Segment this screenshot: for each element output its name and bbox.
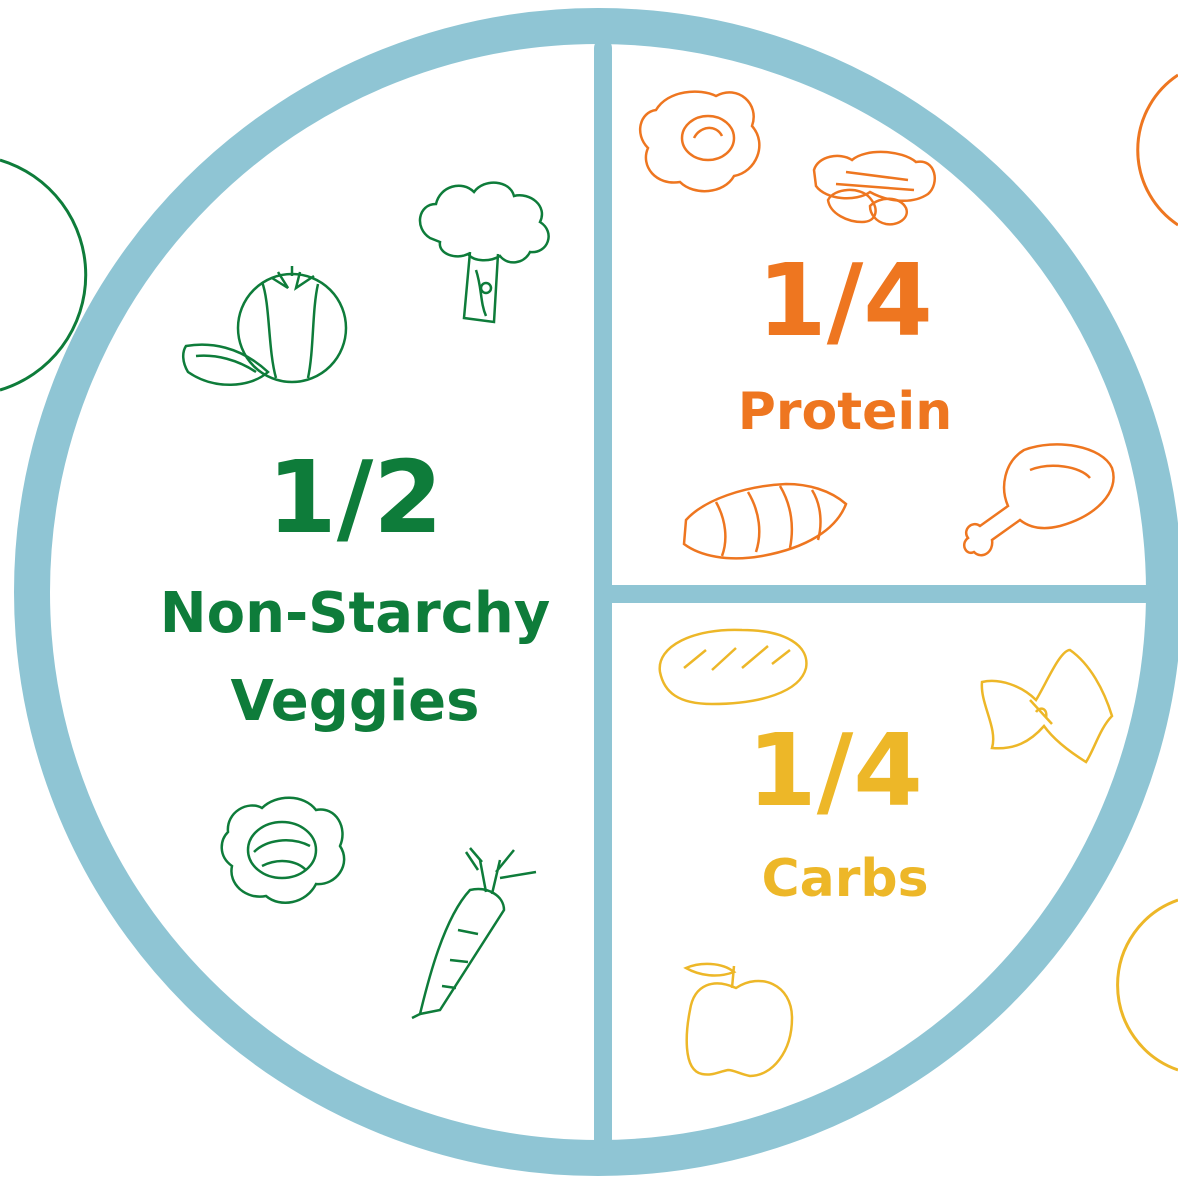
right-bottom-decorative-arc <box>1118 900 1178 1070</box>
protein-fraction: 1/4 <box>710 248 980 353</box>
protein-label: Protein <box>700 385 990 440</box>
veggies-label-line2: Veggies <box>110 673 600 732</box>
veggies-fraction: 1/2 <box>205 445 505 550</box>
carbs-label: Carbs <box>700 852 990 907</box>
carbs-fraction: 1/4 <box>700 718 970 823</box>
right-top-decorative-arc <box>1138 75 1178 225</box>
veggies-label-line1: Non-Starchy <box>110 585 600 644</box>
